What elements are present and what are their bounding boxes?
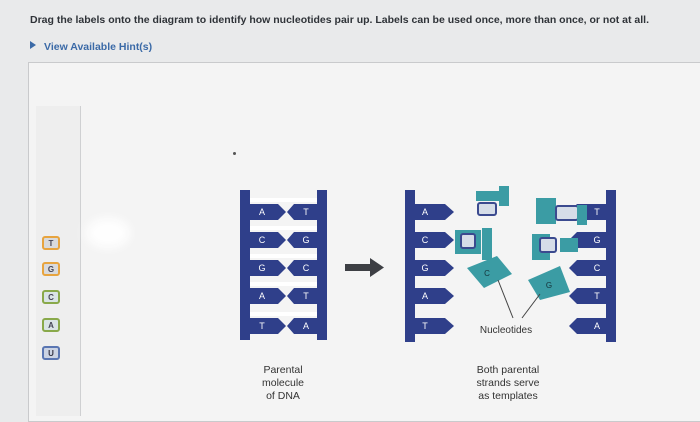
base-pair-rung (250, 254, 317, 258)
parental-left-base (250, 260, 286, 276)
expand-triangle-icon (30, 41, 36, 49)
label-chip-t[interactable]: T (42, 236, 60, 250)
replication-arrow-icon (345, 258, 384, 277)
base-pair-rung (250, 282, 317, 286)
label-chip-a[interactable]: A (42, 318, 60, 332)
base-pair-rung (250, 226, 317, 230)
template-left-base-label: T (422, 321, 428, 331)
parental-right-base (287, 232, 317, 248)
template-left-base-label: A (422, 207, 428, 217)
template-left-base-label: G (421, 263, 428, 273)
pointer-line-2 (521, 293, 541, 319)
parental-left-base-label: T (259, 321, 265, 331)
daughter-left-backbone (405, 190, 415, 342)
template-right-base-label: G (593, 235, 600, 245)
label-chip-c[interactable]: C (42, 290, 60, 304)
template-right-base-label: T (594, 207, 600, 217)
parental-right-base-label: G (302, 235, 309, 245)
view-hints-toggle[interactable]: View Available Hint(s) (30, 41, 152, 53)
parental-left-base-label: C (259, 235, 266, 245)
template-left-base (415, 204, 454, 220)
template-right-base-label: T (594, 291, 600, 301)
parental-left-base-label: G (258, 263, 265, 273)
template-right-base (569, 260, 606, 276)
templates-caption: Both parental strands serve as templates (476, 364, 540, 402)
label-chip-u[interactable]: U (42, 346, 60, 360)
screen-glare (86, 218, 130, 248)
instruction-text: Drag the labels onto the diagram to iden… (30, 14, 650, 26)
template-left-base-label: C (422, 235, 429, 245)
template-left-base (415, 288, 454, 304)
free-nucleotide-c: C (484, 269, 490, 278)
daughter-right-backbone (606, 190, 616, 342)
parental-right-base (287, 260, 317, 276)
view-hints-label: View Available Hint(s) (44, 41, 153, 53)
template-right-base-label: C (594, 263, 601, 273)
template-right-base (569, 318, 606, 334)
free-nucleotide-g: G (546, 281, 552, 290)
parental-molecule-caption: Parental molecule of DNA (261, 364, 305, 402)
parental-right-base-label: T (303, 207, 309, 217)
parental-left-base (250, 318, 286, 334)
template-right-base (569, 232, 606, 248)
label-tray (36, 106, 81, 416)
template-left-base-label: A (422, 291, 428, 301)
label-chip-g[interactable]: G (42, 262, 60, 276)
template-left-base (415, 232, 454, 248)
template-left-base (415, 318, 454, 334)
parental-right-base-label: C (303, 263, 310, 273)
template-right-base (569, 288, 606, 304)
parental-left-base (250, 288, 286, 304)
parental-right-base (287, 318, 317, 334)
parental-right-base-label: A (303, 321, 309, 331)
parental-left-base (250, 232, 286, 248)
parental-dna-molecule: A T C G G C A T T A (240, 190, 327, 340)
parental-right-backbone (317, 190, 327, 340)
parental-left-backbone (240, 190, 250, 340)
pointer-line-1 (497, 279, 514, 319)
parental-right-base-label: T (303, 291, 309, 301)
template-right-base-label: A (594, 321, 600, 331)
base-pair-rung (250, 198, 317, 202)
incoming-nucleotides (455, 186, 587, 300)
parental-right-base (287, 204, 317, 220)
nucleotides-label: Nucleotides (480, 325, 532, 336)
parental-left-base-label: A (259, 291, 265, 301)
daughter-left-strand: A C G A T (405, 190, 454, 342)
parental-right-base (287, 288, 317, 304)
cursor-dot (233, 152, 236, 155)
parental-left-base-label: A (259, 207, 265, 217)
parental-left-base (250, 204, 286, 220)
base-pair-rung (250, 312, 317, 316)
template-left-base (415, 260, 454, 276)
